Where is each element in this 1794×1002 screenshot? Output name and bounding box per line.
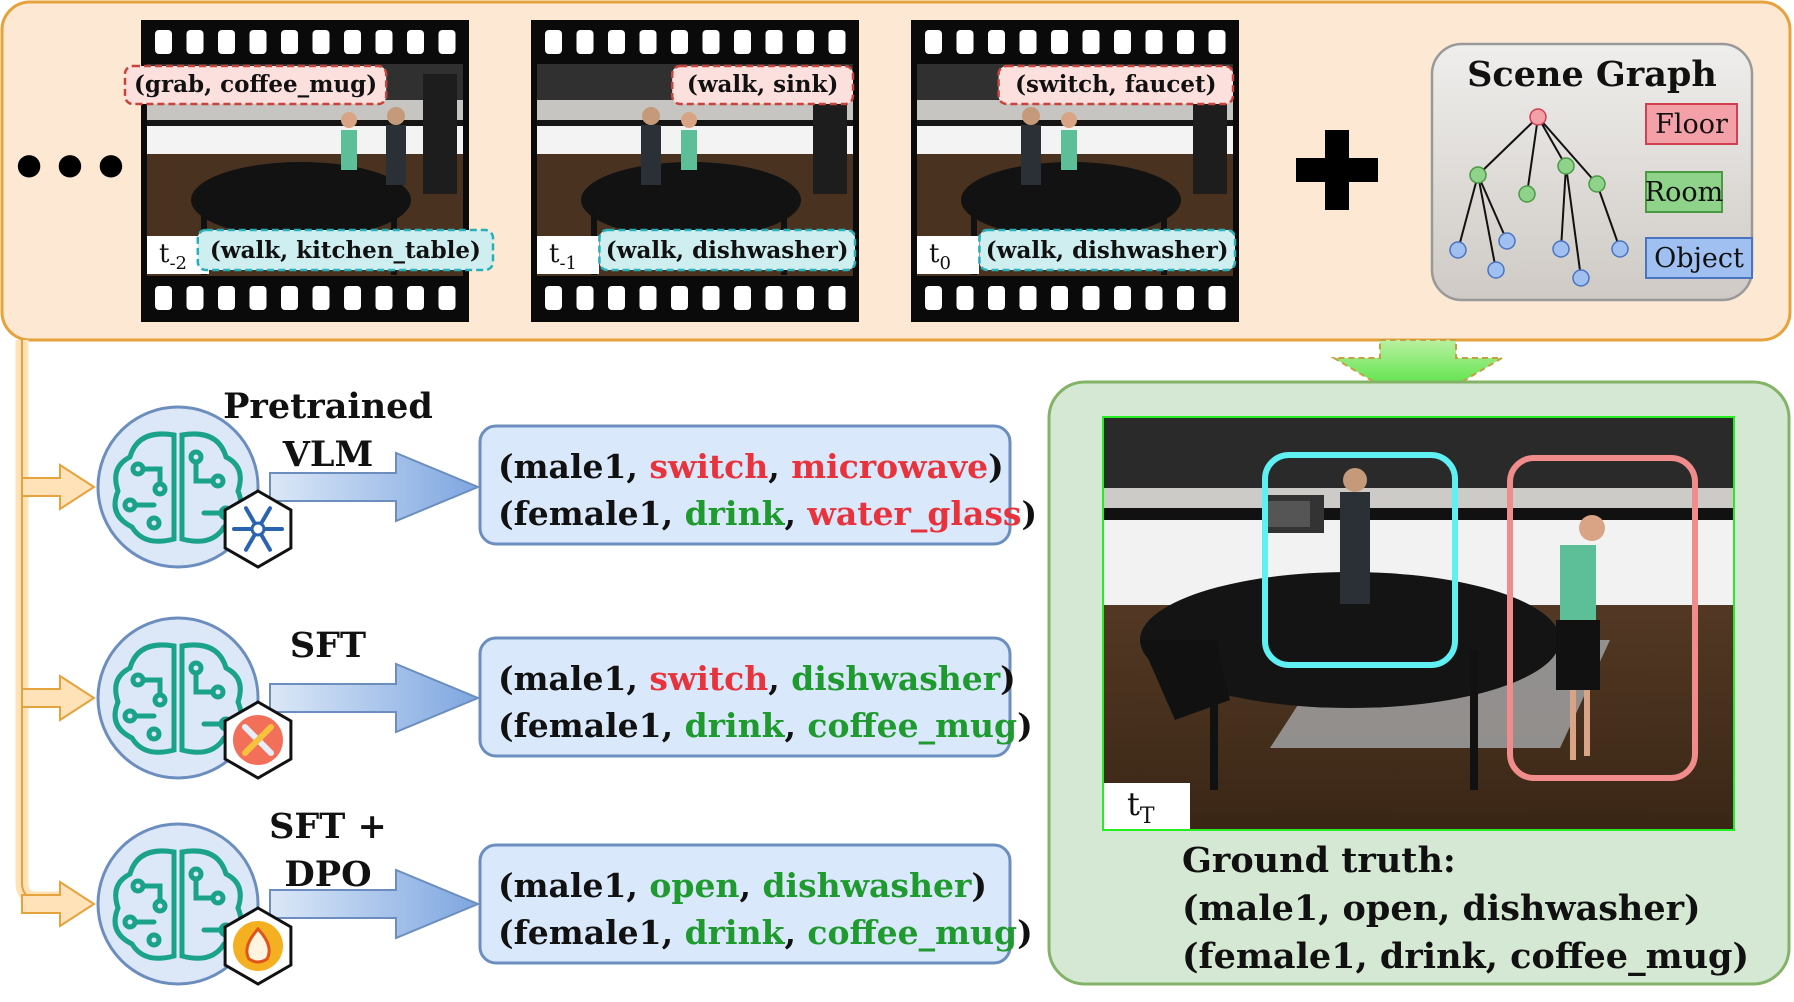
legend-swatch-floor bbox=[1645, 103, 1738, 145]
model-label-line: SFT + bbox=[269, 806, 387, 847]
target-time-label: tT bbox=[1127, 785, 1155, 829]
tools-icon bbox=[223, 700, 293, 780]
target-frame: tT bbox=[1102, 416, 1735, 831]
action-tag-top bbox=[123, 64, 388, 106]
legend-label-room: Room bbox=[1645, 177, 1723, 208]
legend-swatch-object bbox=[1645, 237, 1753, 279]
side-arrow-1 bbox=[21, 463, 96, 511]
action-tag-bottom bbox=[598, 228, 857, 272]
prediction-line-1: (male1, open, dishwasher) bbox=[498, 866, 987, 905]
frame-time-label: t-1 bbox=[549, 239, 577, 274]
fire-icon bbox=[223, 906, 293, 986]
action-tag-top-label: (walk, sink) bbox=[687, 71, 839, 98]
frame-strip-group: t-2 (grab, coffee_mug) (walk, kitchen_tabl… bbox=[123, 20, 1239, 322]
prediction-line-2: (female1, drink, coffee_mug) bbox=[498, 706, 1033, 745]
action-tag-top bbox=[997, 64, 1235, 106]
ground-truth-line-1: (male1, open, dishwasher) bbox=[1182, 888, 1701, 929]
prediction-box bbox=[478, 424, 1012, 546]
model-circle bbox=[96, 616, 260, 780]
prediction-box bbox=[478, 636, 1012, 758]
action-tag-bottom-label: (walk, dishwasher) bbox=[986, 237, 1229, 264]
legend-swatch-room bbox=[1645, 171, 1723, 213]
model-to-output-arrow bbox=[269, 662, 481, 734]
film-frame-2: t-1 (walk, sink) (walk, dishwasher) bbox=[531, 20, 859, 322]
action-tag-bottom bbox=[978, 228, 1237, 272]
action-tag-top-label: (grab, coffee_mug) bbox=[134, 71, 377, 98]
model-label-line: SFT bbox=[290, 625, 366, 666]
legend-label-object: Object bbox=[1654, 243, 1744, 274]
action-tag-top bbox=[670, 64, 855, 106]
model-label-line: Pretrained bbox=[223, 386, 433, 427]
action-tag-bottom-label: (walk, dishwasher) bbox=[606, 237, 849, 264]
male1-highlight-box bbox=[1262, 452, 1458, 668]
prediction-line-1: (male1, switch, dishwasher) bbox=[498, 659, 1016, 698]
model-circle bbox=[96, 822, 260, 986]
frame-time-label: t-2 bbox=[159, 239, 187, 274]
film-frame-3: t0 (switch, faucet) (walk, dishwasher) bbox=[911, 20, 1239, 322]
model-to-output-arrow bbox=[269, 451, 481, 523]
side-arrow-2 bbox=[21, 674, 96, 722]
film-frame-1: t-2 (grab, coffee_mug) (walk, kitchen_tabl… bbox=[123, 20, 495, 322]
connector-arrows bbox=[15, 340, 62, 905]
snowflake-icon bbox=[223, 489, 293, 569]
female1-highlight-box bbox=[1507, 455, 1698, 781]
scene-graph-title: Scene Graph bbox=[1467, 54, 1717, 95]
model-to-output-arrow bbox=[269, 868, 481, 940]
brain-icon bbox=[112, 431, 244, 544]
brain-icon bbox=[112, 848, 244, 961]
model-label-line: VLM bbox=[282, 434, 374, 475]
action-tag-bottom-label: (walk, kitchen_table) bbox=[210, 237, 481, 264]
prediction-line-1: (male1, switch, microwave) bbox=[498, 447, 1004, 486]
prediction-box bbox=[478, 843, 1012, 965]
prediction-line-2: (female1, drink, coffee_mug) bbox=[498, 913, 1033, 952]
side-arrow-3 bbox=[21, 880, 96, 928]
ground-truth-line-2: (female1, drink, coffee_mug) bbox=[1182, 936, 1749, 977]
down-arrow bbox=[1330, 339, 1506, 410]
plus-icon bbox=[1296, 130, 1378, 210]
frame-time-label: t0 bbox=[929, 239, 951, 274]
action-tag-top-label: (switch, faucet) bbox=[1015, 71, 1216, 98]
action-tag-bottom bbox=[196, 228, 495, 272]
model-circle bbox=[96, 405, 260, 569]
model-row-2: SFT (male1, switch, dishwasher) (female1, … bbox=[96, 616, 1033, 780]
ellipsis: ••• bbox=[9, 131, 132, 206]
ground-truth-heading: Ground truth: bbox=[1182, 840, 1456, 881]
scene-graph-tree bbox=[1449, 108, 1629, 287]
prediction-line-2: (female1, drink, water_glass) bbox=[498, 494, 1037, 533]
model-label-line: DPO bbox=[284, 854, 371, 895]
legend-label-floor: Floor bbox=[1655, 109, 1728, 140]
model-row-3: SFT + DPO (male1, open, dishwasher) (female… bbox=[96, 806, 1033, 986]
